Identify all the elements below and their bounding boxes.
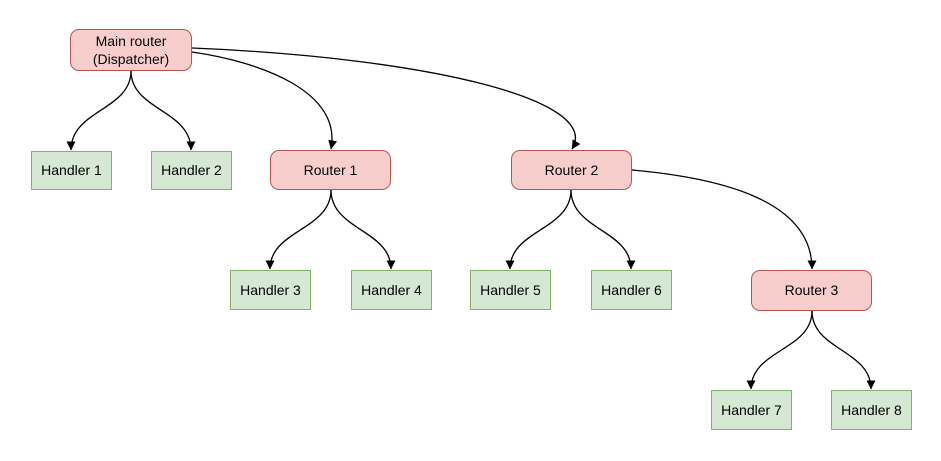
node-router-1-label: Router 1 [303,161,358,178]
node-router-3: Router 3 [751,270,872,311]
node-handler-6: Handler 6 [591,270,672,310]
edge-main-router-to-router-1 [191,51,338,150]
edge-main-router-to-handler-2 [130,70,196,151]
node-handler-3-label: Handler 3 [240,281,301,298]
node-router-2: Router 2 [511,150,632,190]
node-handler-7-label: Handler 7 [721,401,782,418]
node-main-router: Main router (Dispatcher) [70,29,192,71]
edge-router-2-to-router-3 [631,169,817,270]
node-handler-7: Handler 7 [711,390,792,430]
node-handler-2: Handler 2 [151,151,232,190]
node-handler-8-label: Handler 8 [841,401,902,418]
edge-main-router-to-router-2 [191,47,581,150]
edge-router-1-to-handler-3 [265,189,332,270]
node-handler-3: Handler 3 [230,270,311,310]
edge-router-2-to-handler-5 [505,189,572,270]
node-router-2-label: Router 2 [544,161,599,178]
node-router-3-label: Router 3 [784,282,839,299]
node-handler-2-label: Handler 2 [161,162,222,179]
node-handler-5-label: Handler 5 [480,281,541,298]
edge-router-3-to-handler-8 [811,310,876,390]
edge-router-3-to-handler-7 [746,310,813,390]
node-handler-6-label: Handler 6 [601,281,662,298]
node-handler-1: Handler 1 [31,151,112,190]
node-main-router-label: Main router (Dispatcher) [92,32,170,67]
node-handler-5: Handler 5 [470,270,551,310]
edge-main-router-to-handler-1 [66,70,132,151]
node-handler-4-label: Handler 4 [361,281,422,298]
edge-router-2-to-handler-6 [570,189,636,270]
node-handler-8: Handler 8 [831,390,912,430]
node-router-1: Router 1 [270,150,391,190]
node-handler-4: Handler 4 [351,270,432,310]
node-handler-1-label: Handler 1 [41,162,102,179]
edge-router-1-to-handler-4 [330,189,396,270]
